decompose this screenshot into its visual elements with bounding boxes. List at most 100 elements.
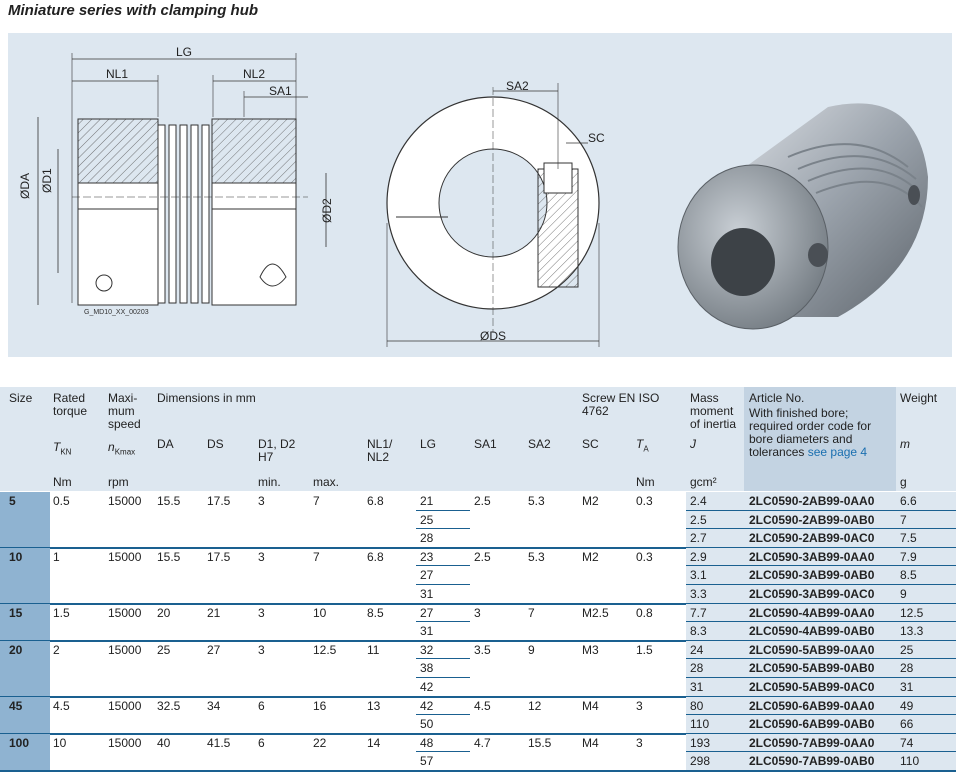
- cell-lg: 48: [420, 735, 434, 750]
- size-column-band: [0, 640, 50, 697]
- cell-inertia: 7.7: [690, 605, 707, 620]
- header-bore-max: max.: [313, 475, 340, 489]
- cell-speed: 15000: [108, 494, 142, 508]
- cell-sa2: 5.3: [528, 494, 545, 508]
- cell-nl: 8.5: [367, 605, 384, 620]
- cell-dmax: 12.5: [313, 642, 337, 657]
- row-divider: [686, 714, 956, 716]
- cell-dmax: 7: [313, 549, 320, 564]
- cell-sa2: 12: [528, 698, 542, 713]
- header-speed-unit: rpm: [108, 475, 129, 489]
- cell-nl: 6.8: [367, 549, 384, 564]
- article-column-band: [686, 492, 956, 548]
- cell-torque: 10: [53, 735, 67, 750]
- cell-article-no: 2LC0590-7AB99-0AA0: [749, 735, 875, 750]
- cell-size: 45: [9, 698, 23, 713]
- coupling-drawing-panel: LG NL1 NL2 SA1 ØDA ØD1 ØD2 G_MD10_XX_002…: [8, 33, 952, 357]
- row-divider: [686, 565, 956, 567]
- cell-dmin: 6: [258, 698, 265, 713]
- cell-speed: 15000: [108, 549, 142, 564]
- cell-size: 5: [9, 494, 16, 508]
- row-divider: [686, 677, 956, 678]
- cell-ds: 21: [207, 605, 221, 620]
- cell-lg: 42: [420, 698, 434, 713]
- cell-article-no: 2LC0590-7AB99-0AB0: [749, 754, 875, 769]
- group-divider: [0, 639, 956, 642]
- cell-inertia: 28: [690, 661, 704, 676]
- cell-weight: 49: [900, 698, 914, 713]
- cell-sa2: 7: [528, 605, 535, 620]
- cell-ta: 1.5: [636, 642, 653, 657]
- header-mass-unit: gcm²: [690, 475, 717, 489]
- cell-ta: 3: [636, 698, 643, 713]
- cell-lg: 31: [420, 587, 434, 601]
- cell-ds: 34: [207, 698, 221, 713]
- page-title: Miniature series with clamping hub: [8, 2, 259, 19]
- cell-weight: 7: [900, 512, 907, 527]
- dim-ds-label: ØDS: [480, 329, 507, 343]
- drawing-caption: G_MD10_XX_00203: [84, 309, 149, 316]
- header-bore: D1, D2 H7: [258, 437, 296, 464]
- dim-lg-label: LG: [176, 45, 193, 59]
- cell-speed: 15000: [108, 735, 142, 750]
- header-sa2: SA2: [528, 437, 551, 451]
- dim-nl2-label: NL2: [243, 67, 266, 81]
- cell-dmin: 3: [258, 549, 265, 564]
- cell-weight: 66: [900, 717, 914, 732]
- cell-sa1: 4.7: [474, 735, 491, 750]
- size-column-band: [0, 696, 50, 734]
- cell-weight: 28: [900, 661, 914, 676]
- row-divider: [416, 714, 470, 716]
- cell-inertia: 2.5: [690, 512, 707, 527]
- size-column-band: [0, 733, 50, 771]
- cell-lg: 42: [420, 680, 434, 694]
- row-divider: [686, 509, 956, 511]
- cell-ds: 41.5: [207, 735, 231, 750]
- cell-article-no: 2LC0590-5AB99-0AC0: [749, 680, 875, 694]
- cell-sc: M4: [582, 698, 599, 713]
- group-divider: [0, 602, 956, 605]
- article-column-band: [686, 733, 956, 771]
- cell-sa1: 4.5: [474, 698, 491, 713]
- front-view-drawing: [386, 83, 600, 347]
- cell-dmax: 16: [313, 698, 327, 713]
- header-speed-sub: Kmax: [114, 447, 136, 457]
- cell-dmin: 3: [258, 605, 265, 620]
- cell-article-no: 2LC0590-2AB99-0AC0: [749, 531, 875, 546]
- header-torque-unit: Nm: [53, 475, 72, 489]
- cell-sc: M3: [582, 642, 599, 657]
- size-column-band: [0, 492, 50, 548]
- row-divider: [416, 677, 470, 678]
- header-mass-symbol: J: [690, 437, 696, 451]
- cell-article-no: 2LC0590-5AB99-0AA0: [749, 642, 875, 657]
- dim-d2-label: ØD2: [320, 198, 334, 223]
- header-da: DA: [157, 437, 174, 451]
- cell-torque: 0.5: [53, 494, 70, 508]
- header-weight: Weight: [900, 391, 938, 405]
- cell-article-no: 2LC0590-2AB99-0AA0: [749, 494, 875, 508]
- cell-article-no: 2LC0590-4AB99-0AB0: [749, 624, 875, 639]
- cell-lg: 23: [420, 549, 434, 564]
- header-speed: Maxi- mum speed: [108, 391, 141, 431]
- cell-ta: 0.3: [636, 549, 653, 564]
- article-column-band: [686, 640, 956, 697]
- cell-inertia: 193: [690, 735, 711, 750]
- header-nl: NL1/ NL2: [367, 437, 393, 464]
- cell-nl: 11: [367, 642, 380, 657]
- row-divider: [416, 509, 470, 511]
- header-sc: SC: [582, 437, 599, 451]
- cell-da: 32.5: [157, 698, 181, 713]
- cell-da: 40: [157, 735, 171, 750]
- dim-da-label: ØDA: [18, 172, 32, 199]
- cell-article-no: 2LC0590-4AB99-0AA0: [749, 605, 875, 620]
- header-weight-unit: g: [900, 475, 907, 489]
- cell-da: 25: [157, 642, 171, 657]
- cell-lg: 50: [420, 717, 434, 732]
- dim-nl1-label: NL1: [106, 67, 129, 81]
- row-divider: [416, 621, 470, 623]
- cell-sc: M4: [582, 735, 599, 750]
- cell-weight: 9: [900, 587, 907, 601]
- see-page-link[interactable]: see page 4: [807, 445, 868, 459]
- header-torque-symbol: T: [53, 440, 61, 454]
- size-column-band: [0, 547, 50, 604]
